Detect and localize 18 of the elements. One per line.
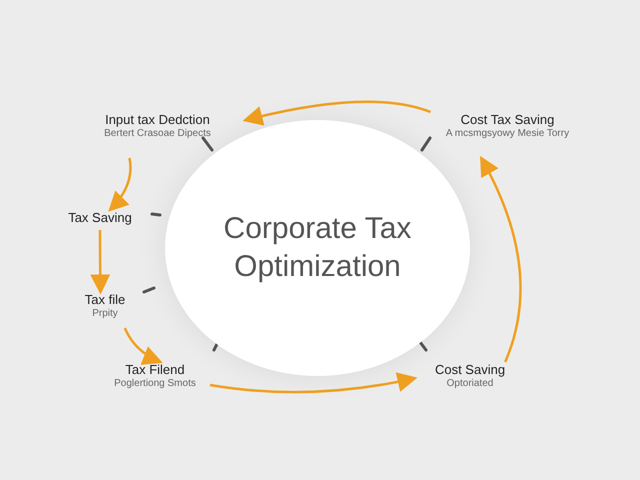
step-description: A mcsmgsyowy Mesie Torry xyxy=(446,128,570,140)
center-title: Corporate Tax Optimization xyxy=(222,211,412,285)
curved-arrow xyxy=(242,100,431,126)
step-description: Optoriated xyxy=(446,378,494,390)
step-description: Prpity xyxy=(92,308,118,320)
curved-arrow xyxy=(90,230,110,294)
step-title: Input tax Dedction xyxy=(105,112,210,128)
step-title: Tax Filend xyxy=(125,362,185,378)
step-title: Tax Saving xyxy=(68,210,132,226)
curved-arrow xyxy=(124,327,163,364)
curved-arrow xyxy=(210,372,418,394)
curved-arrow xyxy=(108,158,132,212)
step-title: Cost Tax Saving xyxy=(460,112,554,128)
step-title: Tax file xyxy=(84,292,126,308)
step-title: Cost Saving xyxy=(434,362,506,378)
step-description: Poglertiong Smots xyxy=(114,378,196,390)
curved-arrow xyxy=(480,156,522,362)
step-description: Bertert Crasoae Dipects xyxy=(104,128,211,140)
